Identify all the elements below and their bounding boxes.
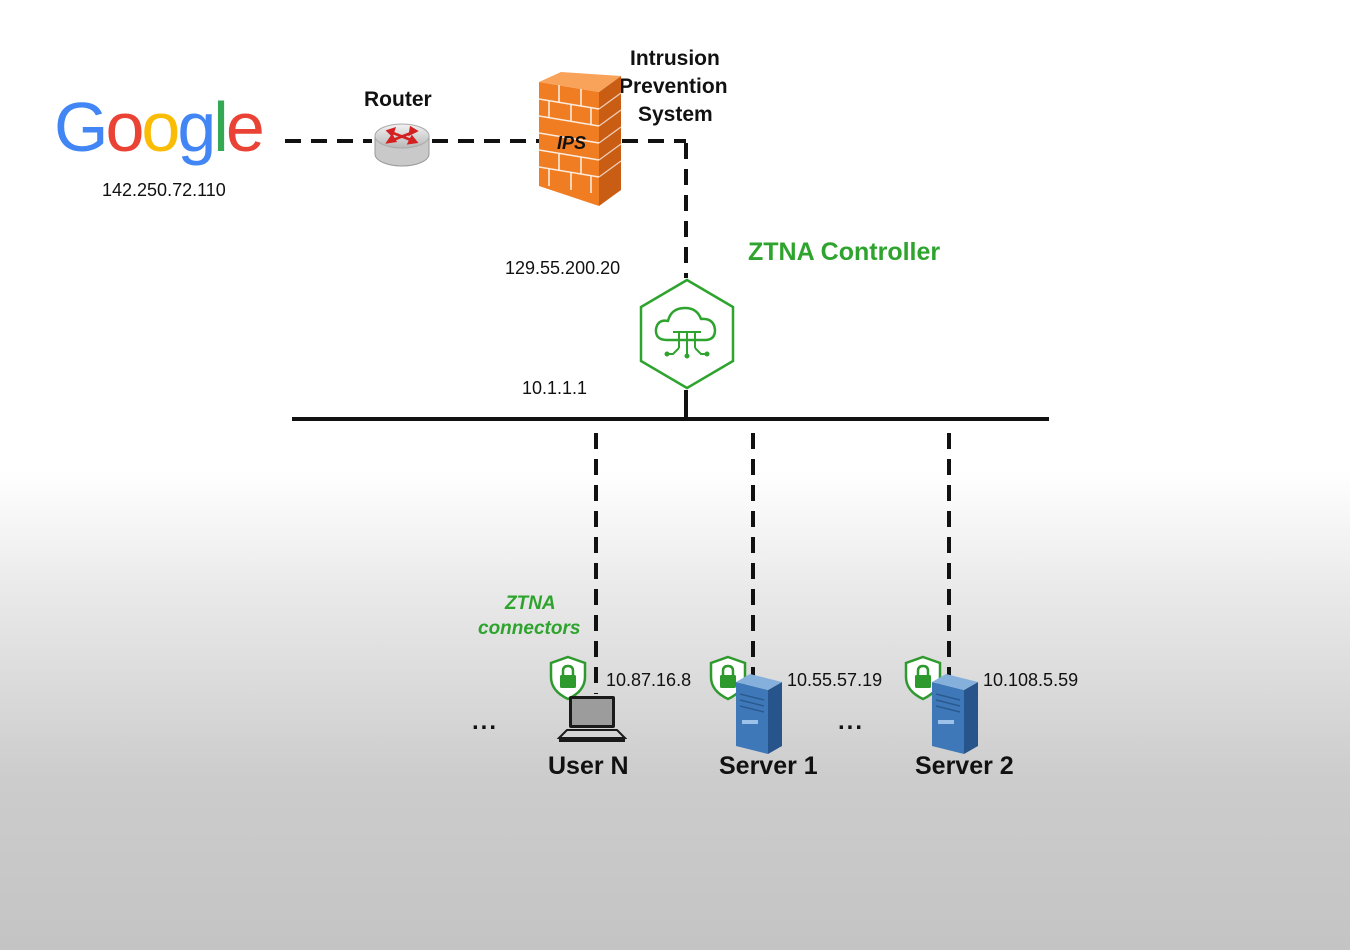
google-logo-letter: o xyxy=(105,88,144,166)
connectors-label-1: ZTNA xyxy=(505,593,556,614)
cloud-hexagon-icon xyxy=(639,278,735,390)
controller-external-ip: 129.55.200.20 xyxy=(505,258,621,278)
shield-lock-icon xyxy=(549,655,587,701)
server-icon xyxy=(932,674,978,754)
ips-label-3: System xyxy=(638,103,713,126)
router-icon xyxy=(374,123,430,167)
ips-badge: IPS xyxy=(557,133,587,153)
more-users-ellipsis: ... xyxy=(472,708,499,735)
ips-label-2: Prevention xyxy=(619,75,728,98)
server-icon xyxy=(736,674,782,754)
more-servers-ellipsis: ... xyxy=(838,708,865,735)
ips-label-1: Intrusion xyxy=(630,47,720,70)
laptop-icon xyxy=(557,696,627,742)
google-logo: Google xyxy=(54,92,265,162)
google-logo-letter: e xyxy=(225,88,265,166)
google-logo-letter: g xyxy=(177,88,216,166)
host-name: User N xyxy=(548,752,629,780)
google-logo-letter: l xyxy=(213,88,228,166)
host-name: Server 1 xyxy=(719,752,818,780)
router-label: Router xyxy=(364,88,432,111)
controller-internal-ip: 10.1.1.1 xyxy=(522,378,588,398)
google-ip: 142.250.72.110 xyxy=(102,180,226,200)
host-ip: 10.55.57.19 xyxy=(787,670,883,690)
host-name: Server 2 xyxy=(915,752,1014,780)
connectors-label-2: connectors xyxy=(478,618,581,639)
firewall-icon xyxy=(539,72,622,206)
host-ip: 10.108.5.59 xyxy=(983,670,1079,690)
host-ip: 10.87.16.8 xyxy=(606,670,692,690)
controller-label: ZTNA Controller xyxy=(748,238,941,266)
google-logo-letter: o xyxy=(141,88,180,166)
google-logo-letter: G xyxy=(54,88,108,166)
